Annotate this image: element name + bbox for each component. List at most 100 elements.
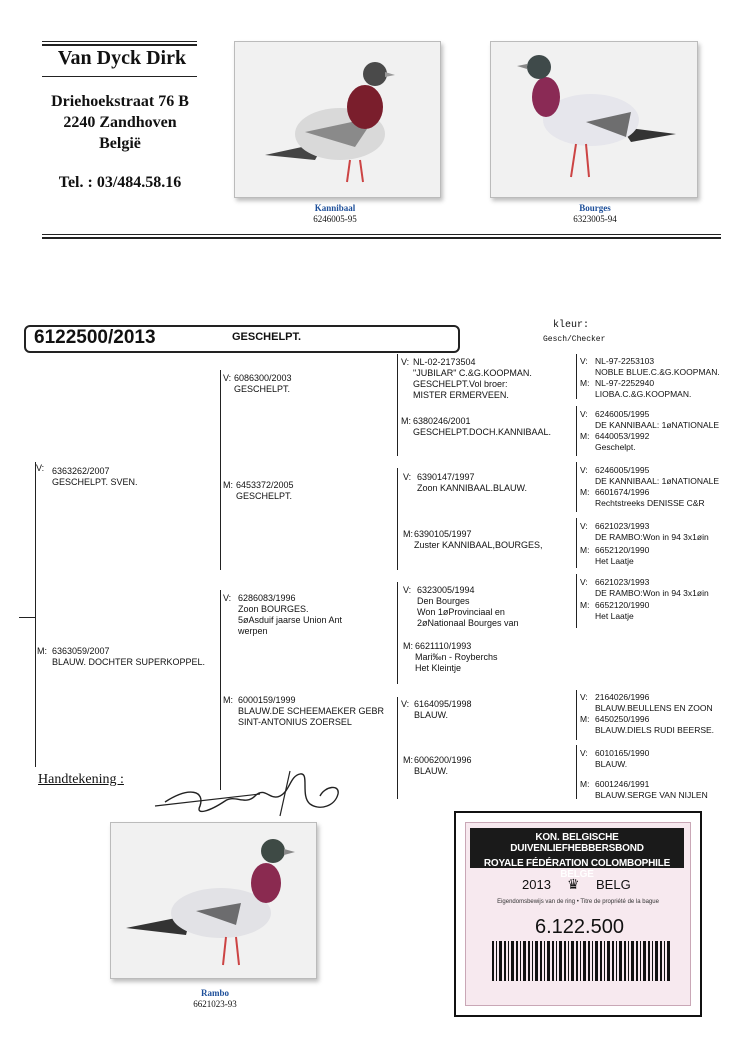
signature-label: Handtekening : (38, 772, 124, 787)
g4-line: BLAUW. (595, 758, 628, 769)
gp-line: 6086300/2003 (234, 373, 292, 383)
signature (150, 766, 350, 831)
parent-sire-desc: GESCHELPT. SVEN. (52, 477, 138, 487)
photo-kannibaal (234, 41, 441, 198)
ggp-prefix: V: (403, 472, 412, 482)
photo-caption-name: Rambo (200, 988, 229, 998)
g4-line: 2164026/1996 (595, 692, 650, 702)
g4-line: 6246005/1995 (595, 465, 650, 475)
gp-line: GESCHELPT. (236, 491, 293, 501)
ggp-line: GESCHELPT.DOCH.KANNIBAAL. (413, 427, 552, 437)
gp-line: 6286083/1996 (238, 593, 296, 603)
g4-line: Het Laatje (595, 610, 634, 621)
parent-dam-desc: BLAUW. DOCHTER SUPERKOPPEL. (52, 657, 206, 667)
ggp-prefix: V: (403, 585, 412, 595)
parent-dam-prefix: M: (37, 646, 47, 656)
ggp-line: 6390147/1997 (417, 472, 475, 482)
photo-caption-name: Bourges (579, 203, 611, 213)
g4-line: NL-97-2252940 (595, 378, 655, 388)
ggp-prefix: M: (403, 529, 413, 539)
gp-line: 6000159/1999 (238, 695, 296, 705)
g4-v-prefix: V: (580, 465, 588, 475)
gp-line: SINT-ANTONIUS ZOERSEL (238, 717, 352, 727)
subject-bar (24, 325, 460, 353)
ggp-line: Mari‰n - Royberchs (415, 652, 498, 662)
ggp-prefix: M: (403, 641, 413, 651)
ggp-prefix: M: (401, 416, 411, 426)
ggp-line: 6390105/1997 (414, 529, 472, 539)
g4-v-prefix: V: (580, 521, 588, 531)
g4-m-prefix: M: (580, 714, 590, 724)
g4-m-prefix: M: (580, 600, 590, 610)
gp-line: GESCHELPT. (234, 384, 291, 394)
card-federation-fr: ROYALE FÉDÉRATION COLOMBOPHILE BELGE (483, 858, 671, 880)
ggp-line: GESCHELPT.Vol broer: (413, 379, 508, 389)
ggp-prefix: V: (401, 699, 410, 709)
g4-line: 6621023/1993 (595, 521, 650, 531)
ggp-line: 6380246/2001 (413, 416, 471, 426)
g4-line: DE RAMBO:Won in 94 3x1øin (595, 531, 709, 542)
owner-name: Van Dyck Dirk (57, 47, 187, 69)
g4-line: NL-97-2253103 (595, 356, 655, 366)
g4-line: 6621023/1993 (595, 577, 650, 587)
g4-line: NOBLE BLUE.C.&G.KOOPMAN. (595, 366, 720, 377)
subject-ring: 6122500/2013 (34, 327, 156, 348)
ggp-line: NL-02-2173504 (413, 357, 476, 367)
g4-v-prefix: V: (580, 356, 588, 366)
ggp-line: 2øNationaal Bourges van (417, 618, 519, 628)
owner-street: Driehoekstraat 76 B (51, 93, 189, 110)
photo-bourges (490, 41, 698, 198)
card-year: 2013 (522, 877, 551, 892)
ggp-line: 6621110/1993 (415, 641, 472, 651)
ggp-line: 6323005/1994 (417, 585, 475, 595)
gp-prefix: V: (223, 593, 232, 603)
ggp-line: Won 1øProvinciaal en (417, 607, 505, 617)
ggp-line: Het Kleintje (415, 663, 462, 673)
gp-line: BLAUW.DE SCHEEMAEKER GEBR (238, 706, 385, 716)
owner-country: België (99, 135, 141, 152)
g4-m-prefix: M: (580, 378, 590, 388)
g4-v-prefix: V: (580, 577, 588, 587)
ggp-line: MISTER ERMERVEEN. (413, 390, 509, 400)
ring-card: KON. BELGISCHE DUIVENLIEFHEBBERSBOND ROY… (454, 811, 702, 1017)
parent-sire-ring: 6363262/2007 (52, 466, 110, 476)
ggp-line: Zoon KANNIBAAL.BLAUW. (417, 483, 528, 493)
g4-m-prefix: M: (580, 779, 590, 789)
g4-line: Geschelpt. (595, 441, 636, 452)
photo-caption-name: Kannibaal (314, 203, 356, 213)
g4-line: 6450250/1996 (595, 714, 650, 724)
photo-rambo (110, 822, 317, 979)
g4-m-prefix: M: (580, 487, 590, 497)
kleur-value: Gesch/Checker (543, 335, 606, 344)
gp-line: werpen (238, 626, 268, 636)
g4-line: 6652120/1990 (595, 545, 650, 555)
ggp-line: "JUBILAR" C.&G.KOOPMAN. (413, 368, 532, 378)
parent-sire-prefix: V: (36, 463, 45, 473)
photo-caption-ring: 6323005-94 (573, 214, 617, 224)
ggp-prefix: M: (403, 755, 413, 765)
g4-m-prefix: M: (580, 431, 590, 441)
card-country: BELG (596, 877, 631, 892)
parent-dam-ring: 6363059/2007 (52, 646, 110, 656)
g4-v-prefix: V: (580, 748, 588, 758)
crown-icon: ♛ (567, 876, 580, 892)
ggp-line: BLAUW. (414, 766, 449, 776)
g4-line: Het Laatje (595, 555, 634, 566)
gp-prefix: M: (223, 480, 233, 490)
gp-prefix: V: (223, 373, 232, 383)
g4-line: 6246005/1995 (595, 409, 650, 419)
photo-caption-ring: 6621023-93 (193, 999, 237, 1009)
card-eigendom: Eigendomsbewijs van de ring • Titre de p… (497, 899, 659, 905)
ggp-line: 6164095/1998 (414, 699, 472, 709)
gp-prefix: M: (223, 695, 233, 705)
g4-line: 6001246/1991 (595, 779, 650, 789)
g4-line: BLAUW.SERGE VAN NIJLEN (595, 789, 708, 800)
ggp-line: Den Bourges (417, 596, 470, 606)
g4-v-prefix: V: (580, 692, 588, 702)
ggp-line: 6006200/1996 (414, 755, 472, 765)
g4-line: DE KANNIBAAL: 1øNATIONALE (595, 419, 720, 430)
g4-v-prefix: V: (580, 409, 588, 419)
g4-line: 6440053/1992 (595, 431, 650, 441)
gp-line: Zoon BOURGES. (238, 604, 309, 614)
g4-m-prefix: M: (580, 545, 590, 555)
